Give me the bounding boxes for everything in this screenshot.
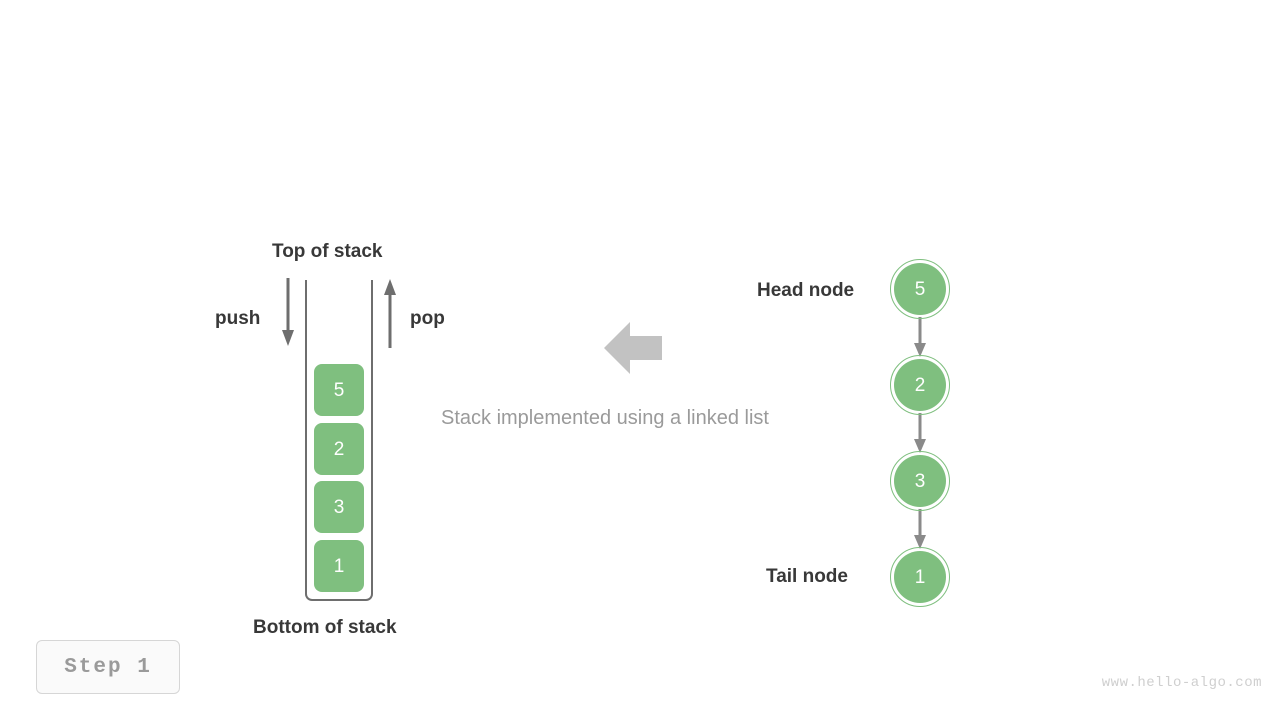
node-outer-ring	[890, 451, 950, 511]
step-badge: Step 1	[36, 640, 180, 694]
linked-list-node: 2	[890, 355, 950, 415]
linked-list-node: 1	[890, 547, 950, 607]
stack-top-label: Top of stack	[272, 241, 383, 262]
tail-node-label: Tail node	[766, 566, 848, 587]
stack-cell: 1	[314, 540, 364, 592]
linked-list-node: 3	[890, 451, 950, 511]
node-outer-ring	[890, 547, 950, 607]
head-node-label: Head node	[757, 280, 855, 301]
linked-list-node: 5	[890, 259, 950, 319]
node-outer-ring	[890, 355, 950, 415]
link-arrow-icon	[914, 412, 926, 453]
stack-container	[305, 280, 373, 601]
node-value: 5	[894, 263, 946, 315]
node-white-ring	[892, 453, 948, 509]
node-white-ring	[892, 261, 948, 317]
pop-label: pop	[410, 308, 445, 329]
node-outer-ring	[890, 259, 950, 319]
watermark: www.hello-algo.com	[1101, 675, 1262, 691]
left-arrow-icon	[604, 322, 662, 374]
stack-cell: 5	[314, 364, 364, 416]
push-label: push	[215, 308, 261, 329]
pop-arrow-up-icon	[384, 279, 396, 348]
stack-bottom-label: Bottom of stack	[253, 617, 397, 638]
push-arrow-down-icon	[282, 278, 294, 346]
node-white-ring	[892, 549, 948, 605]
link-arrow-icon	[914, 316, 926, 357]
node-value: 2	[894, 359, 946, 411]
stack-cell: 3	[314, 481, 364, 533]
stack-cell: 2	[314, 423, 364, 475]
node-value: 1	[894, 551, 946, 603]
figure-caption: Stack implemented using a linked list	[441, 407, 769, 429]
node-value: 3	[894, 455, 946, 507]
link-arrow-icon	[914, 508, 926, 549]
node-white-ring	[892, 357, 948, 413]
